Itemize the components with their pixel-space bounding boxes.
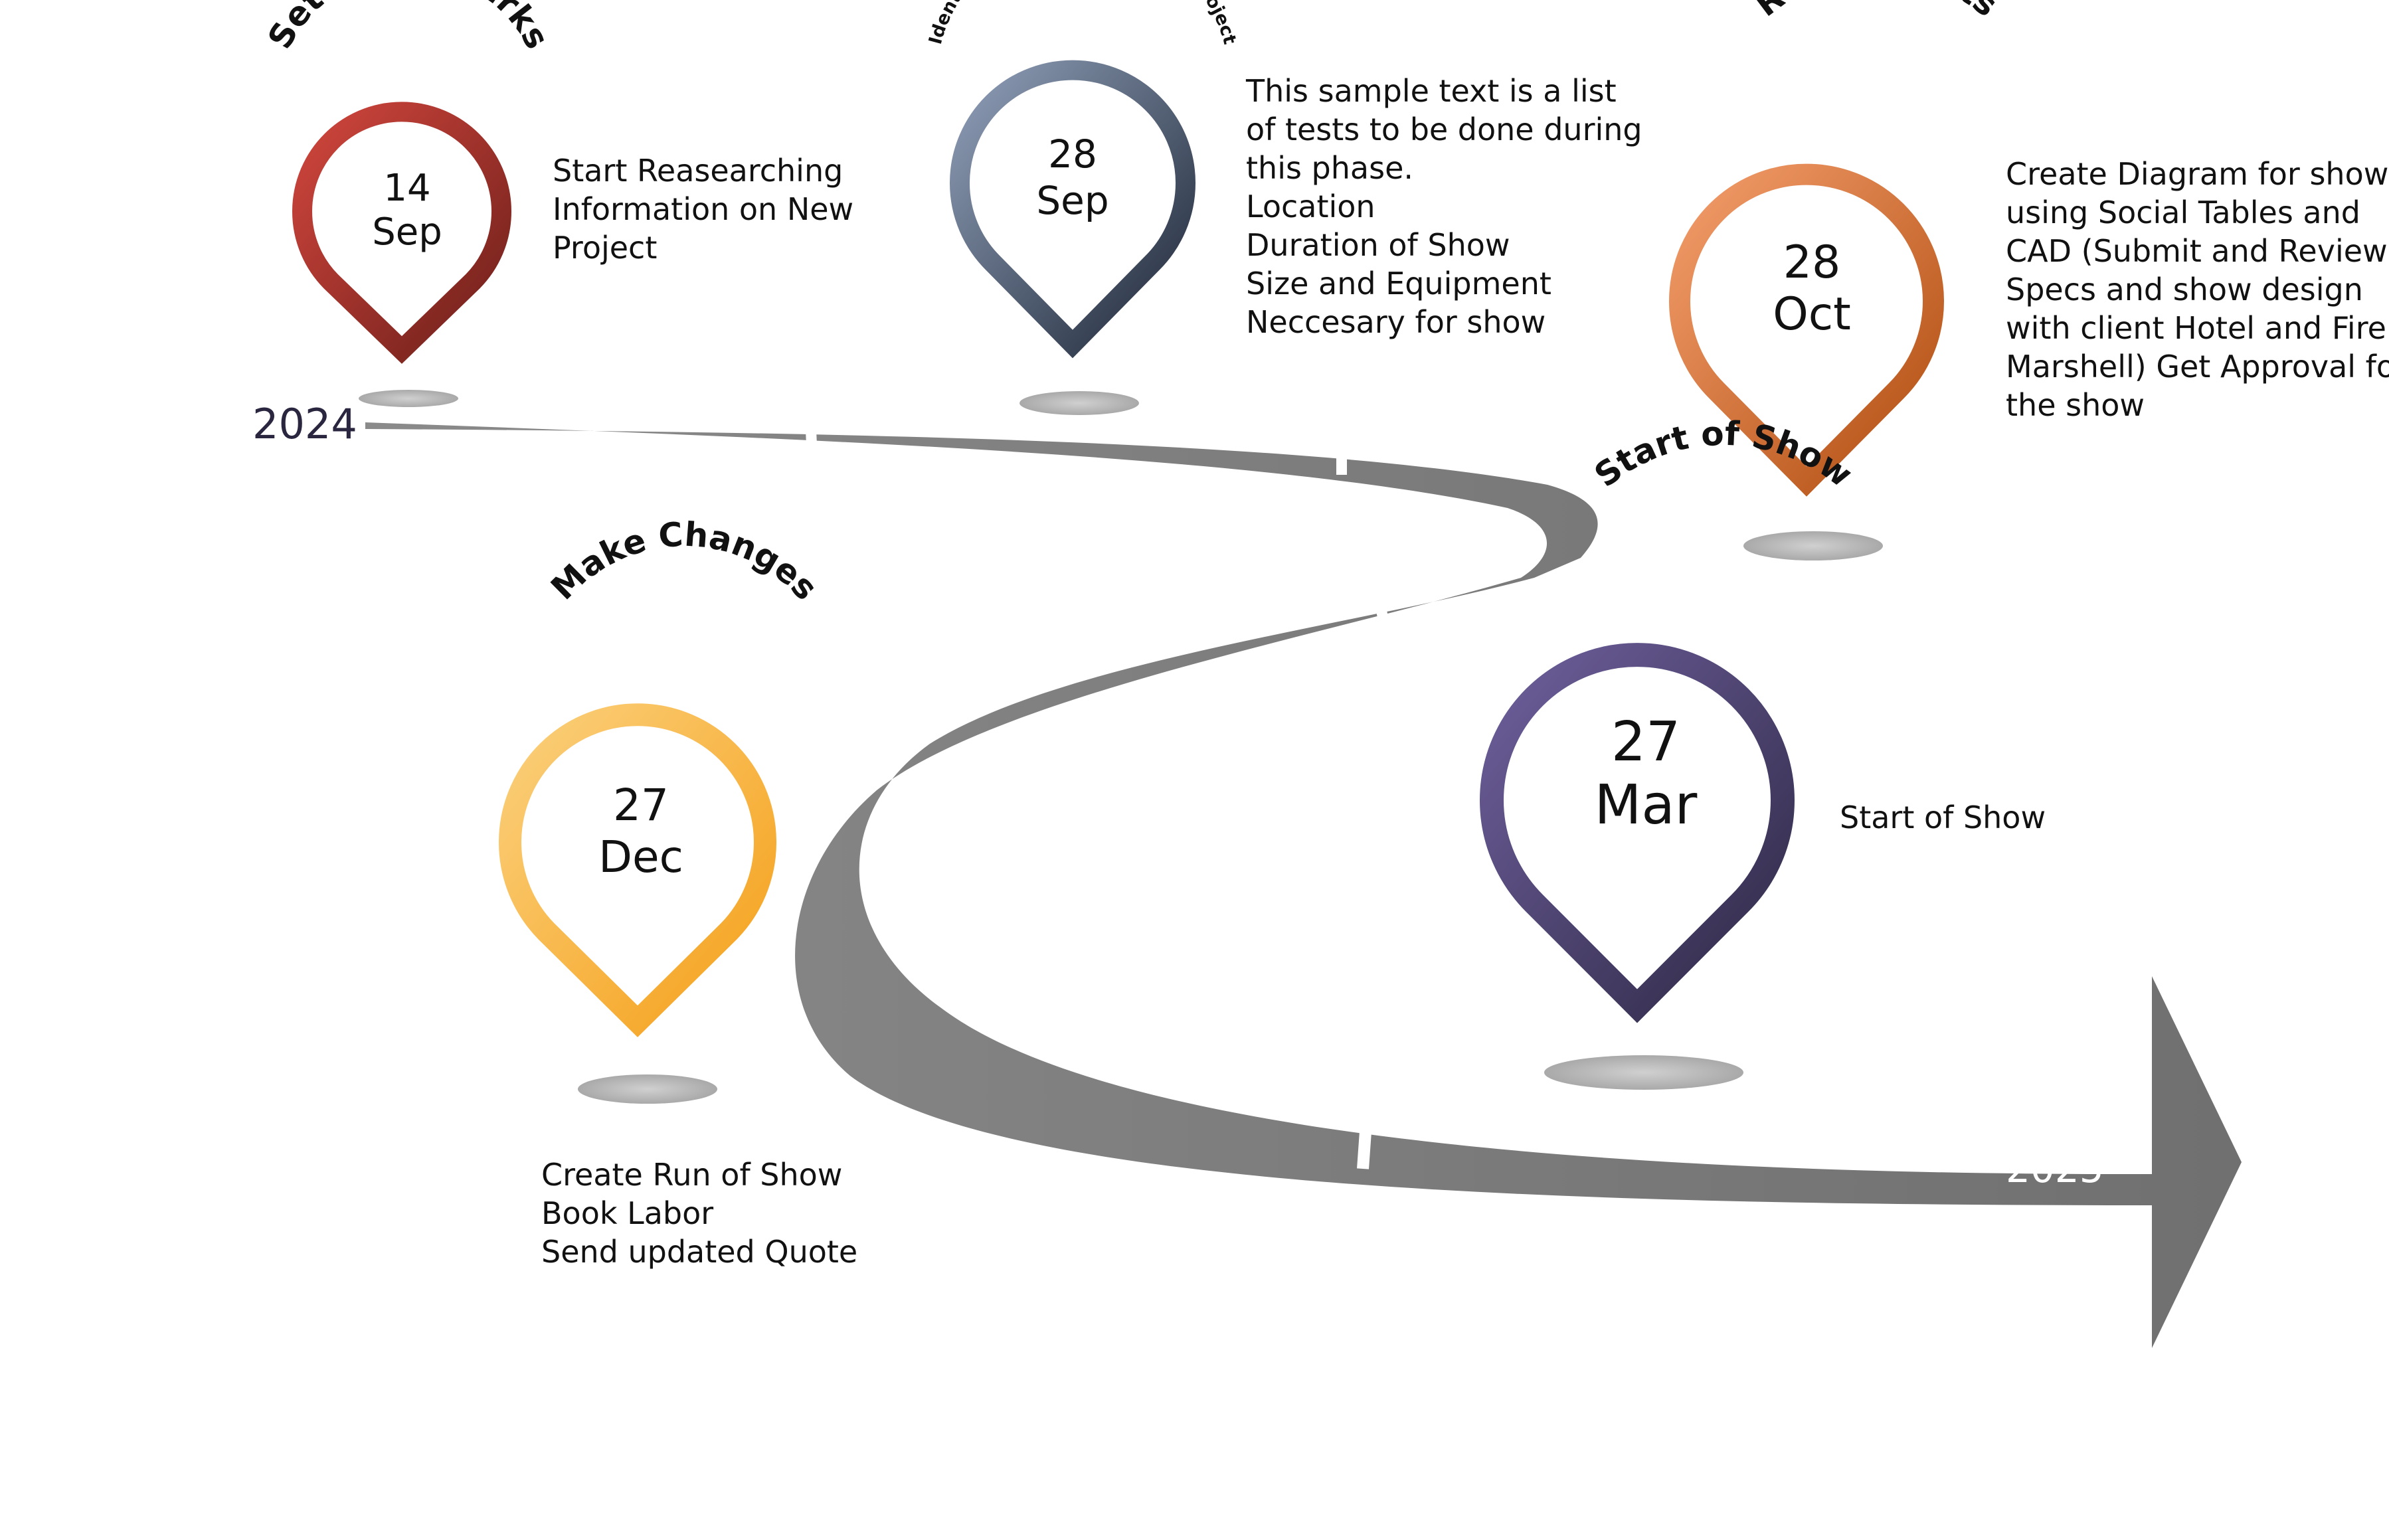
milestone-day: 28 [1048,131,1097,177]
milestone-title: Make Changes [543,515,825,608]
description-line: with client Hotel and Fire [2006,310,2386,346]
milestone-day: 27 [1611,711,1680,774]
description-line: Size and Equipment [1246,266,1551,301]
location-pin-icon [1669,163,1944,497]
description-line: This sample text is a list [1246,73,1617,109]
pin-shadow [1019,391,1139,415]
description-line: the show [2006,387,2145,423]
milestone-pin-14-sep: Set Benchmarks 14 Sep [260,0,557,364]
year-label-end: 2025 [2006,1146,2104,1191]
description-line: Send updated Quote [541,1234,858,1270]
pin-shadow [1544,1055,1743,1090]
year-label-middle: 2024 [1436,598,1530,652]
description-line: Neccesary for show [1246,304,1546,340]
timeline-road [365,414,2242,1348]
description-line: CAD (Submit and Review [2006,233,2388,269]
milestone-pin-27-dec: Make Changes 27 Dec [499,515,825,1037]
location-pin-icon [950,60,1195,359]
milestone-description-27-dec: Create Run of Show Book Labor Send updat… [541,1155,857,1271]
description-line: of tests to be done during [1246,112,1642,147]
milestone-title: Identify Resources Needed For Project [925,0,1240,46]
milestone-month: Sep [1036,178,1108,223]
milestone-day: 14 [383,167,430,210]
description-line: Location [1246,189,1375,224]
location-pin-icon [292,102,511,364]
location-pin-icon [1480,643,1795,1023]
milestone-month: Dec [598,831,683,883]
description-line: Start of Show [1840,800,2046,835]
year-label-start: 2024 [252,400,357,448]
milestone-title: Set Benchmarks [260,0,557,55]
description-line: Start Reasearching [553,153,843,189]
milestone-description-14-sep: Start Reasearching Information on New Pr… [553,151,853,267]
description-line: Book Labor [541,1195,714,1231]
milestone-month: Oct [1773,288,1851,341]
milestone-month: Mar [1595,774,1698,837]
pin-shadow [578,1074,717,1104]
description-line: this phase. [1246,150,1413,186]
description-line: Information on New [553,191,854,227]
description-line: Create Run of Show [541,1157,843,1193]
milestone-day: 27 [613,780,669,831]
milestone-title: Review stats [1748,0,2005,24]
description-line: Specs and show design [2006,272,2363,307]
description-line: Marshell) Get Approval for [2006,349,2389,385]
milestone-pin-28-sep: Identify Resources Needed For Project 28… [925,0,1240,359]
pin-shadow [1743,531,1883,560]
milestone-day: 28 [1783,236,1841,289]
description-line: Duration of Show [1246,227,1510,263]
pin-shadow [359,390,458,407]
milestone-month: Sep [372,211,442,254]
description-line: Project [553,230,658,266]
description-line: Create Diagram for show [2006,156,2389,192]
description-line: using Social Tables and [2006,195,2360,230]
milestone-description-27-mar: Start of Show [1840,798,2046,837]
milestone-pin-28-oct: Review stats 28 Oct [1669,0,2005,497]
milestone-description-28-sep: This sample text is a list of tests to b… [1246,72,1642,341]
location-pin-icon [499,703,776,1037]
milestone-description-28-oct: Create Diagram for show using Social Tab… [2006,155,2389,424]
